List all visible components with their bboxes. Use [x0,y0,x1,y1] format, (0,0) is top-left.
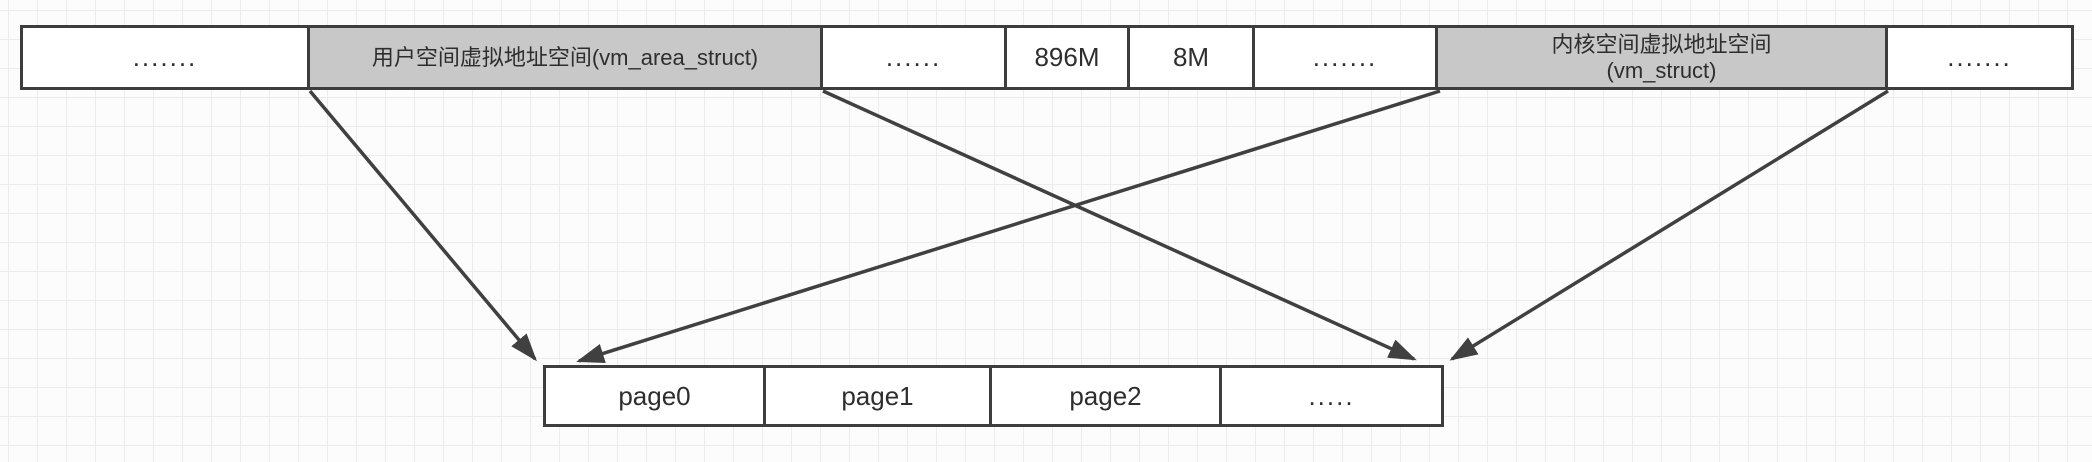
kernel-space-label-line2: (vm_struct) [1606,57,1717,83]
arrow-kernel-space-right-to-pages [1449,89,1889,361]
vas-box-896m: 896M [1004,25,1130,90]
arrow-user-space-left-to-pages [308,89,537,362]
page0-box: page0 [543,365,766,427]
arrow-kernel-space-left-to-pages [576,89,1441,364]
arrow-user-space-right-to-pages [822,89,1417,361]
page1-box: page1 [763,365,992,427]
vas-box-user-space: 用户空间虚拟地址空间(vm_area_struct) [307,25,823,90]
vas-box-dots-mid-2: ....... [1252,25,1438,90]
kernel-space-label-line1: 内核空间虚拟地址空间 [1551,31,1772,57]
vas-box-dots-left: ....... [20,25,310,90]
vas-box-dots-mid-1: ...... [820,25,1007,90]
page-dots-box: ..... [1219,365,1444,427]
vas-box-8m: 8M [1127,25,1255,90]
page2-box: page2 [989,365,1222,427]
vas-box-kernel-space: 内核空间虚拟地址空间 (vm_struct) [1435,25,1888,90]
vas-box-dots-right: ....... [1885,25,2074,90]
